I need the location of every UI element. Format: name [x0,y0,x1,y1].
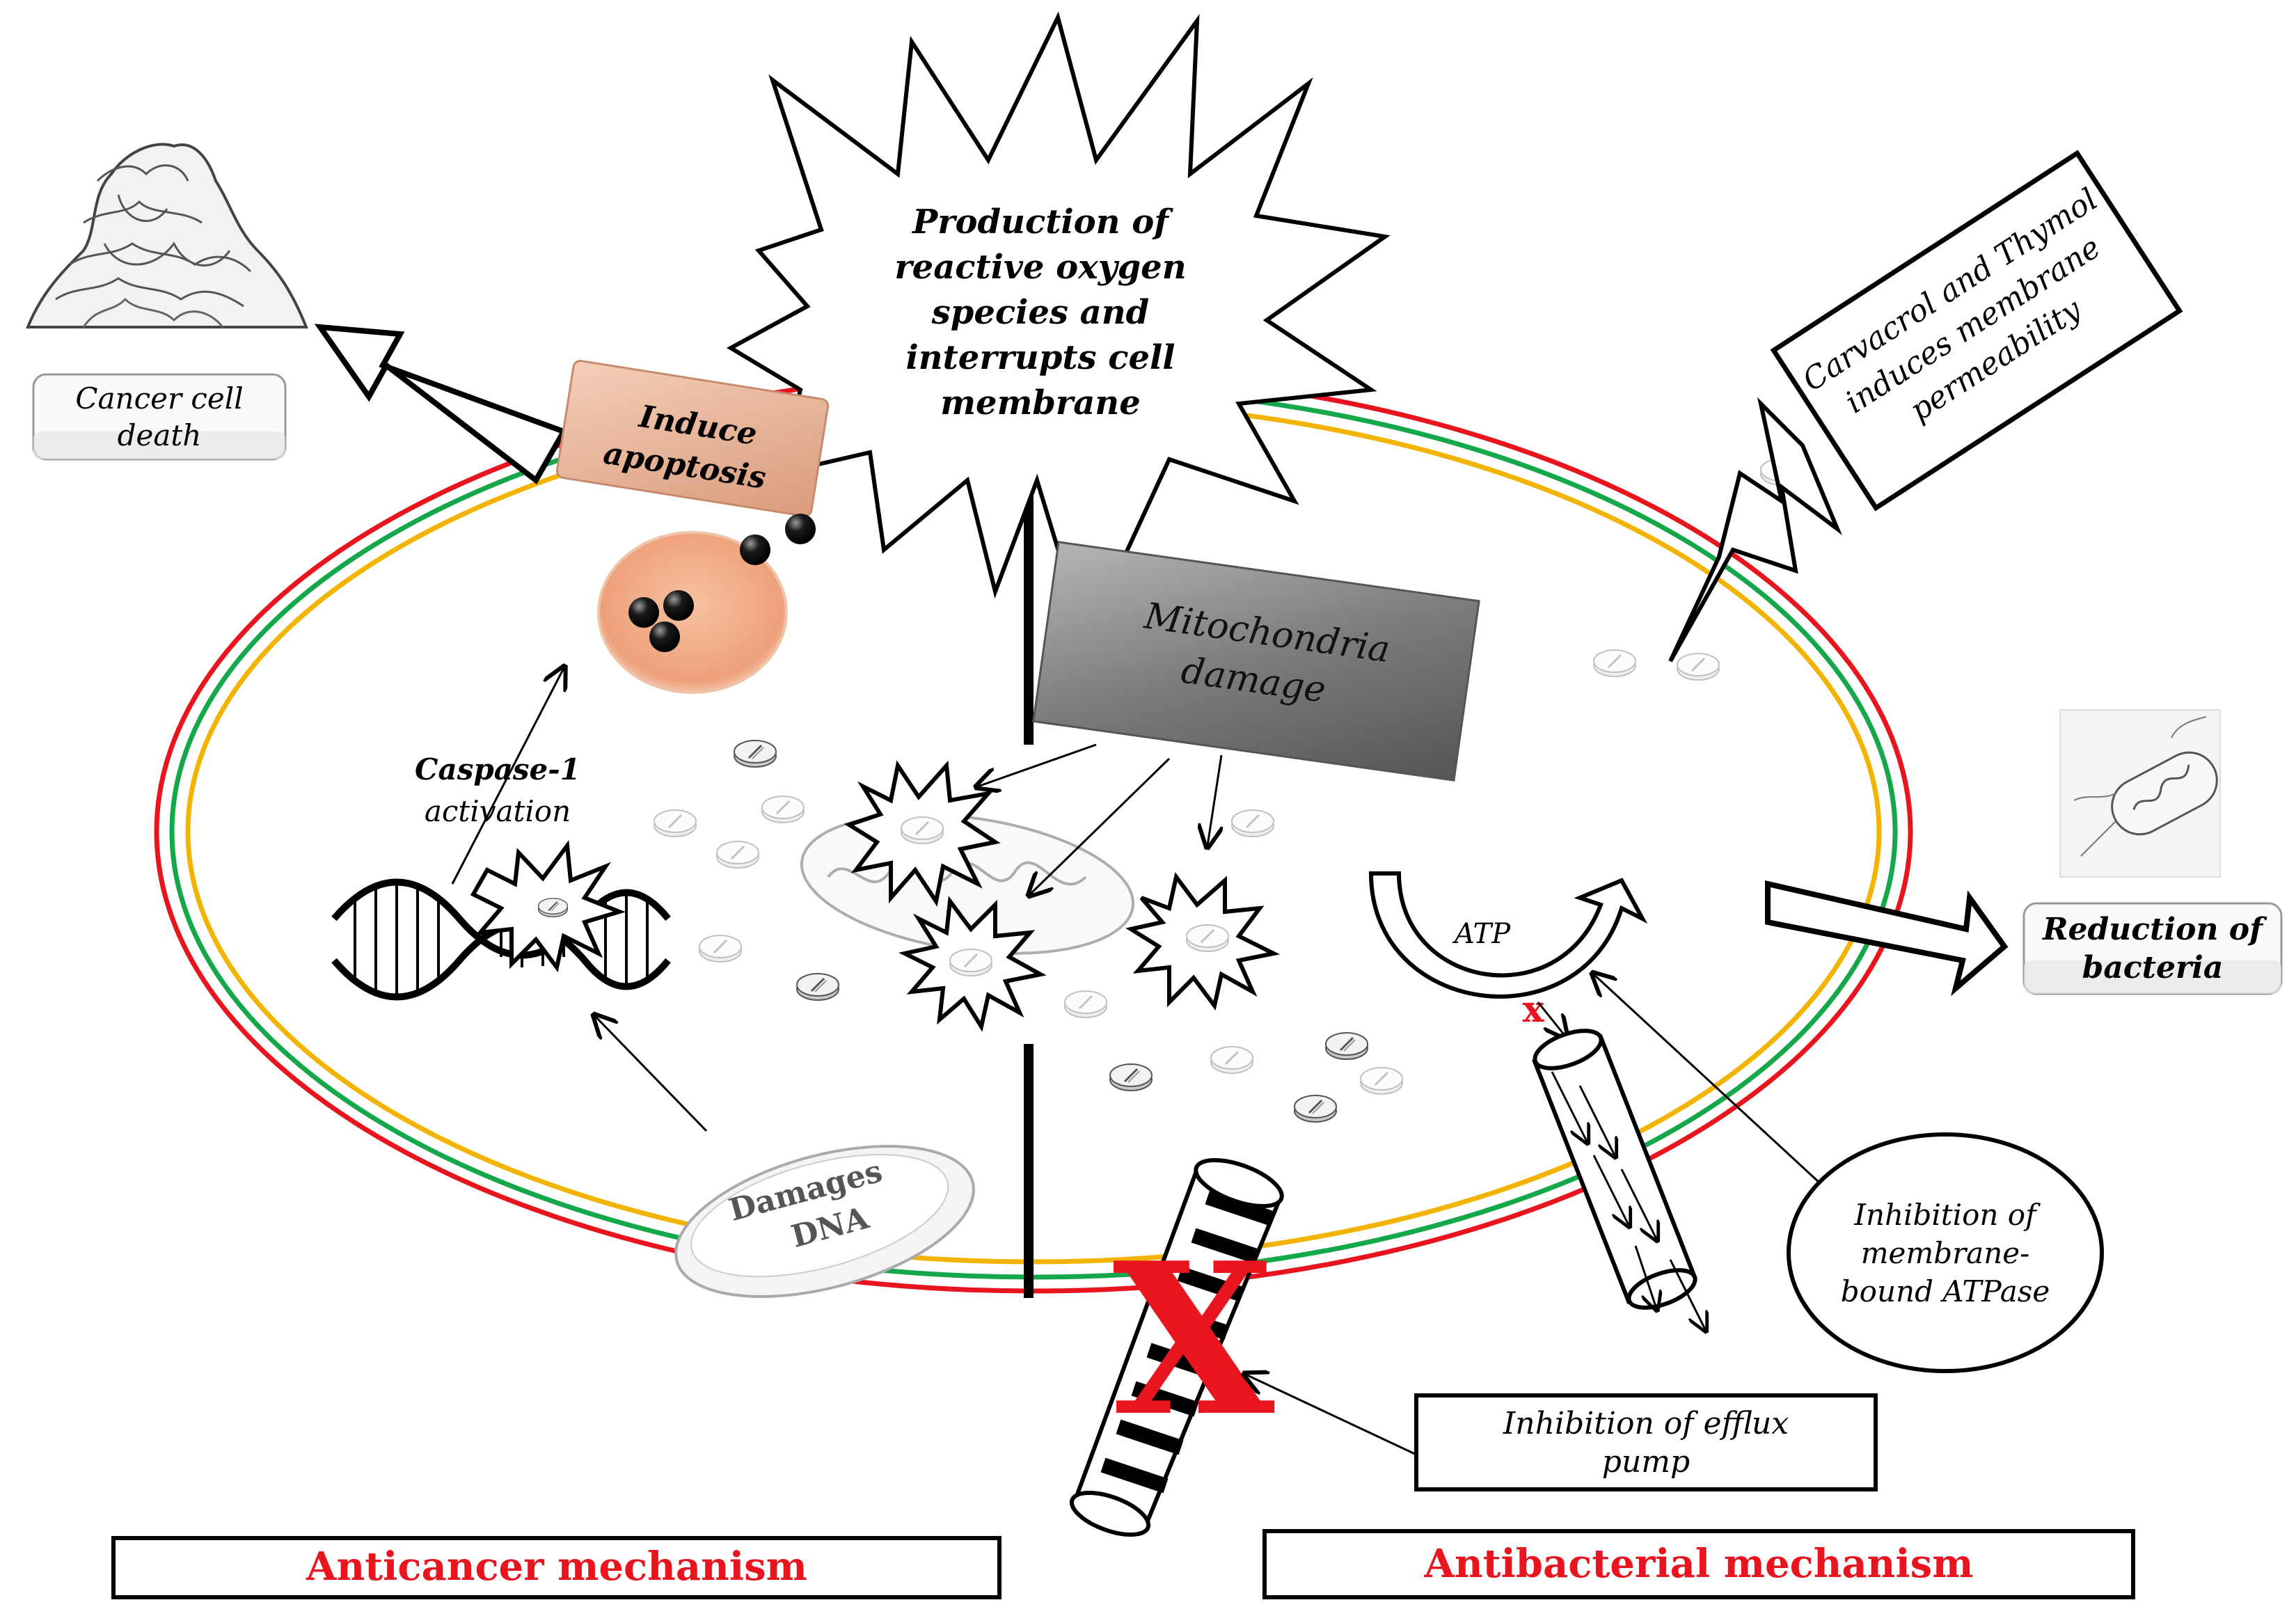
carvacrol-box [1770,150,2183,512]
transporter-tube [1532,1029,1705,1329]
caspase-text-2: activation [425,794,571,828]
atpase-text-2: membrane- [1861,1236,2030,1270]
arrow-to-reduction [1765,880,2009,997]
caspase-text-1: Caspase-1 [415,752,580,786]
damages-dna-disc [674,1145,975,1298]
dna-damage-arrow [595,1016,708,1132]
atpase-text-1: Inhibition of [1853,1198,2041,1232]
ros-text-1: Production of [911,203,1173,242]
cancer-cell-icon [26,143,308,328]
cancer-death-box [32,373,287,461]
anticancer-box [111,1536,1001,1599]
reduction-box [2022,902,2283,995]
cancer-death-text-2: death [118,418,202,452]
reduction-text-1: Reduction of [2041,912,2267,947]
efflux-box [1414,1393,1878,1491]
reduction-text-2: bacteria [2082,950,2224,985]
ros-text-4: interrupts cell [905,338,1175,377]
efflux-text-2: pump [1602,1444,1690,1480]
ros-text-2: reactive oxygen [894,248,1186,287]
antibacterial-label: Antibacterial mechanism [1424,1541,1974,1587]
efflux-arrow [1246,1375,1417,1456]
pill-icons-right [1109,457,1804,1123]
permeability-lightning [1668,397,1842,663]
antibacterial-box [1262,1529,2135,1599]
mito-arrow-3 [1208,754,1221,846]
ros-burst [726,11,1391,647]
mito-damage-box [1032,541,1480,782]
ros-text-5: membrane [940,383,1141,422]
bacterium-icon [2059,709,2221,878]
atp-cross-icon: x [1522,988,1544,1031]
caspase-arrow [451,668,564,885]
anticancer-label: Anticancer mechanism [306,1544,807,1590]
mito-arrow-2 [1030,757,1171,894]
apoptotic-vesicle [597,514,816,694]
apoptosis-box [555,360,830,517]
efflux-pump [1069,1157,1284,1537]
atpase-arrow [1594,974,1821,1185]
arrow-to-cancer-death [314,324,568,484]
atp-cycle-arrow [1368,871,1648,999]
mito-arrow-1 [978,743,1097,786]
atpase-text-3: bound ATPase [1841,1274,2050,1308]
efflux-cross-icon: X [1113,1217,1276,1462]
atp-down-arrow [1537,1001,1566,1037]
cancer-death-text-1: Cancer cell [75,381,243,415]
atpase-ellipse [1787,1132,2104,1373]
atp-label: ATP [1452,918,1511,950]
ros-text-3: species and [931,293,1149,332]
efflux-text-1: Inhibition of efflux [1503,1406,1789,1441]
